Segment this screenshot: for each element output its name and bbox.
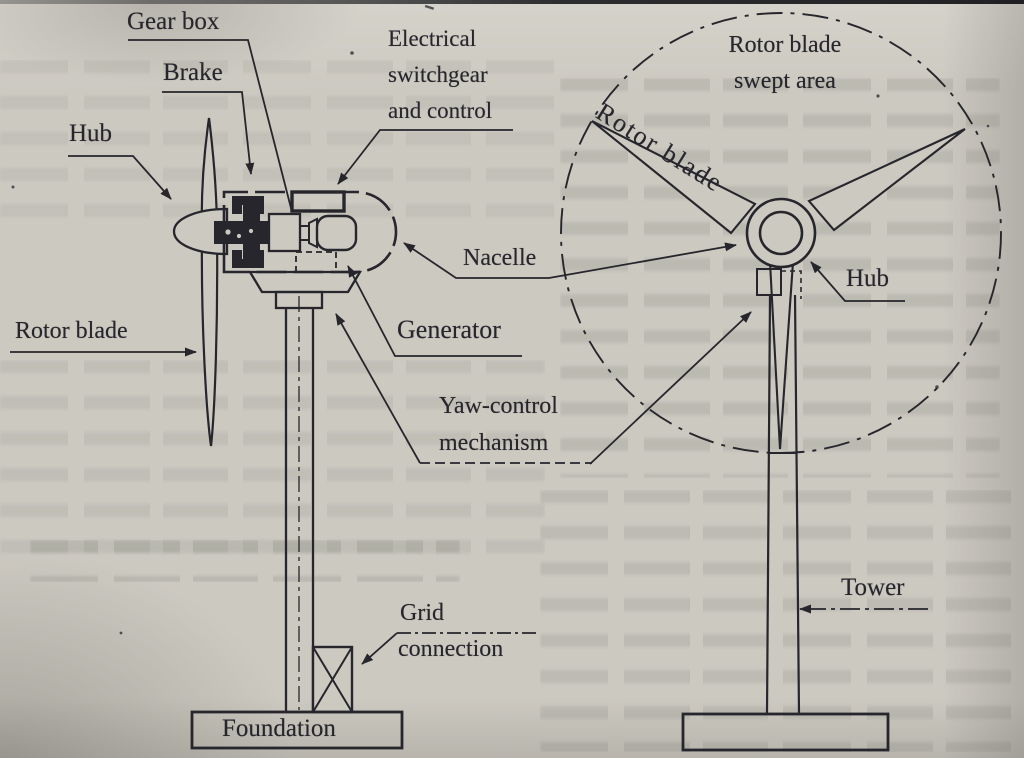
nacelle-outline xyxy=(222,190,398,274)
right-tower xyxy=(765,294,801,715)
left-foundation-shape xyxy=(190,710,404,750)
leader-hub-right xyxy=(810,261,905,302)
left-hub-shape xyxy=(172,207,229,256)
gear-box-shape xyxy=(267,212,302,253)
left-turbine-side-view xyxy=(172,117,404,750)
label-hub-left: Hub xyxy=(69,120,113,147)
label-swept-line2: swept area xyxy=(734,68,836,94)
label-rotor-blade-left: Rotor blade xyxy=(15,318,128,344)
label-gear-box: Gear box xyxy=(127,8,220,35)
right-hub-shape xyxy=(758,210,804,256)
yaw-platform xyxy=(247,270,363,294)
leader-electrical xyxy=(337,129,513,185)
label-grid-connection: connection xyxy=(398,636,504,662)
nacelle-bottom-box xyxy=(295,251,337,273)
leader-generator xyxy=(347,265,522,357)
label-electrical-line1: Electrical xyxy=(388,26,477,51)
scan-speckles xyxy=(11,4,990,635)
leader-brake xyxy=(162,91,255,175)
label-hub-right: Hub xyxy=(846,265,890,292)
right-foundation-shape xyxy=(681,712,890,752)
left-tower xyxy=(284,308,315,712)
switchgear-box xyxy=(290,190,346,213)
right-yaw-adapter-dashed xyxy=(781,270,802,299)
label-tower: Tower xyxy=(841,574,905,601)
gearbox-brake-assembly xyxy=(214,196,268,268)
label-swept-line1: Rotor blade xyxy=(728,32,842,58)
generator-shape xyxy=(315,214,358,252)
leader-yaw-left xyxy=(335,313,421,464)
grid-connection-symbol xyxy=(311,645,354,714)
label-yaw-control: Yaw-control mechanism xyxy=(439,388,558,462)
blade-upper-right xyxy=(807,128,966,232)
leader-nacelle-left xyxy=(403,242,549,279)
leader-nacelle-right xyxy=(548,242,737,279)
label-electrical-line2: switchgear xyxy=(388,62,488,87)
label-leader-lines xyxy=(10,39,928,665)
label-yaw-line2: mechanism xyxy=(439,430,549,456)
label-electrical-line3: and control xyxy=(388,98,493,123)
generator-cap xyxy=(308,217,318,249)
scan-top-edge-shadow xyxy=(0,0,1024,4)
right-turbine-front-view xyxy=(560,12,1002,752)
label-brake: Brake xyxy=(163,59,223,86)
label-swept-area: Rotor blade swept area xyxy=(665,27,905,99)
leader-gear-box xyxy=(128,39,293,213)
label-grid: Grid xyxy=(400,600,444,626)
label-yaw-line1: Yaw-control xyxy=(439,393,558,419)
leader-hub-left xyxy=(68,155,172,200)
leader-grid-arrow xyxy=(361,632,398,665)
gearbox-highlights xyxy=(225,228,254,239)
label-electrical-switchgear: Electrical switchgear and control xyxy=(388,21,492,129)
blade-upper-left xyxy=(591,120,757,235)
leader-yaw-right xyxy=(589,311,752,465)
left-rotor-blade-shape xyxy=(200,117,219,447)
label-nacelle: Nacelle xyxy=(463,245,537,271)
label-foundation: Foundation xyxy=(222,715,336,742)
shaft-coupling xyxy=(299,225,310,241)
label-generator: Generator xyxy=(397,315,501,344)
